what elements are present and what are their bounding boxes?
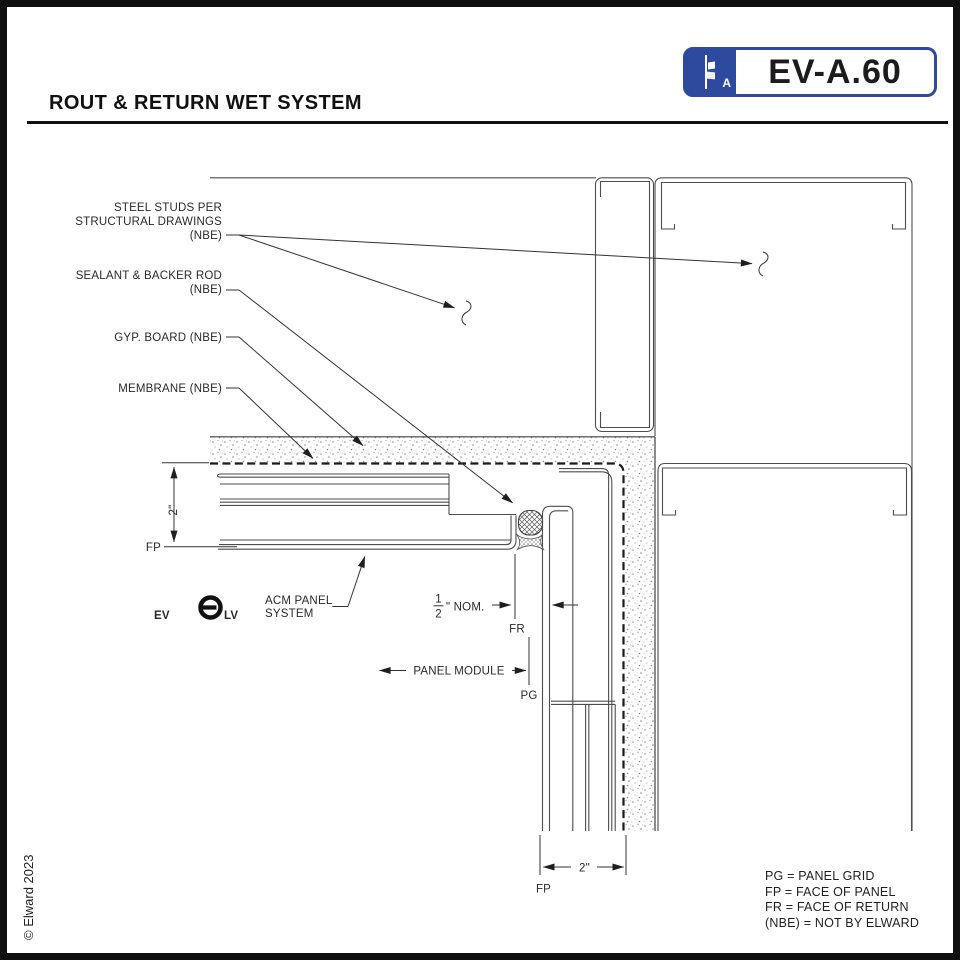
evolv-logo: EV LV ACM PANEL SYSTEM: [154, 595, 333, 622]
dimension-lines: [162, 462, 627, 875]
callout-panel-module: PANEL MODULE: [413, 666, 504, 678]
leader-lines: [226, 234, 753, 607]
evolv-logo-right: LV: [224, 610, 238, 622]
break-symbol-right: [758, 251, 769, 277]
evolv-tagline-line1: ACM PANEL: [265, 595, 333, 607]
copyright-note: © Elward 2023: [21, 854, 36, 940]
steel-stud-right-upper: [654, 177, 913, 831]
callout-gyp-board: GYP. BOARD (NBE): [114, 332, 222, 344]
title-underline: [27, 121, 948, 124]
dim-depth-left: 2": [168, 505, 180, 516]
callout-steel-studs-line2: STRUCTURAL DRAWINGS: [75, 216, 222, 228]
backer-rod: [517, 509, 544, 536]
gyp-board-horizontal: [210, 436, 655, 463]
legend-line-pg: PG = PANEL GRID: [765, 869, 875, 883]
detail-marker-icon: A: [686, 50, 736, 94]
legend: PG = PANEL GRID FP = FACE OF PANEL FR = …: [765, 869, 919, 931]
acm-panel-horizontal: [216, 473, 517, 550]
detail-drawing: STEEL STUDS PER STRUCTURAL DRAWINGS (NBE…: [75, 177, 913, 896]
sealant: [516, 533, 545, 551]
dim-joint-denominator: 2: [435, 609, 442, 621]
drawing-number: EV-A.60: [768, 52, 902, 91]
evolv-logo-left: EV: [154, 610, 170, 622]
label-pg: PG: [520, 690, 537, 702]
label-fp-left: FP: [146, 542, 161, 554]
detail-marker-letter: A: [722, 76, 731, 90]
gyp-board-vertical: [625, 436, 656, 831]
dim-depth-bottom: 2": [579, 863, 590, 875]
steel-stud-left: [594, 177, 655, 433]
legend-line-fr: FR = FACE OF RETURN: [765, 900, 909, 915]
steel-stud-right-lower: [657, 462, 913, 831]
acm-panel-vertical: [541, 468, 616, 831]
page-title: ROUT & RETURN WET SYSTEM: [49, 92, 362, 114]
label-fr: FR: [509, 624, 525, 636]
label-fp-bottom: FP: [536, 884, 551, 896]
evolv-tagline-line2: SYSTEM: [265, 608, 314, 620]
dim-joint-numerator: 1: [435, 594, 442, 606]
callout-sealant-line1: SEALANT & BACKER ROD: [76, 270, 222, 282]
drawing-number-badge: A EV-A.60: [683, 47, 937, 97]
dim-joint-suffix: " NOM.: [446, 602, 485, 614]
callout-membrane: MEMBRANE (NBE): [118, 383, 222, 395]
callout-steel-studs-line1: STEEL STUDS PER: [114, 202, 222, 214]
legend-line-fp: FP = FACE OF PANEL: [765, 884, 896, 899]
callout-steel-studs-line3: (NBE): [190, 230, 222, 242]
break-symbol-left: [461, 300, 472, 326]
legend-line-nbe: (NBE) = NOT BY ELWARD: [765, 915, 920, 930]
membrane-dashed-line: [210, 462, 625, 831]
callout-sealant-line2: (NBE): [190, 284, 222, 296]
